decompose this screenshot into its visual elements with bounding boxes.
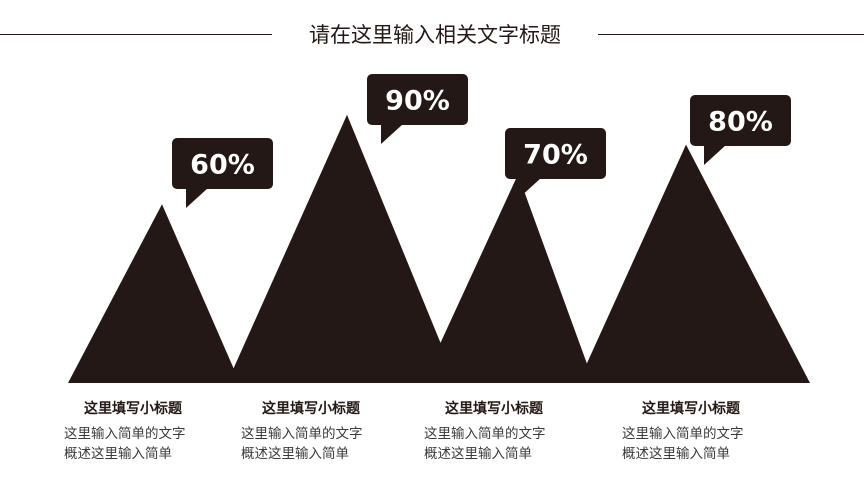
title-rule-right (598, 34, 864, 35)
callout-box-3 (505, 128, 606, 179)
callout-tail-1 (186, 188, 208, 208)
category-desc-4-line-2: 概述这里输入简单 (622, 446, 730, 462)
category-title-3: 这里填写小标题 (445, 401, 543, 417)
category-title-2: 这里填写小标题 (262, 401, 360, 417)
callout-tail-3 (519, 178, 541, 198)
category-block-3: 这里填写小标题 这里输入简单的文字 概述这里输入简单 (424, 400, 614, 464)
category-desc-1-line-1: 这里输入简单的文字 (64, 426, 186, 442)
category-desc-3-line-1: 这里输入简单的文字 (424, 426, 546, 442)
mountain-4 (578, 144, 810, 383)
value-label-4: 80% (708, 107, 773, 138)
title-rule-left (0, 34, 272, 35)
callout-tail-4 (704, 145, 726, 165)
category-desc-1-line-2: 概述这里输入简单 (64, 446, 172, 462)
category-desc-2-line-1: 这里输入简单的文字 (241, 426, 363, 442)
mountain-2 (227, 114, 457, 384)
value-label-1: 60% (190, 150, 255, 181)
callout-box-4 (690, 95, 791, 146)
callout-box-1 (172, 138, 273, 189)
value-callout-2: 90% (367, 74, 468, 144)
callout-tail-2 (381, 124, 403, 144)
value-label-3: 70% (523, 140, 588, 171)
value-label-2: 90% (385, 86, 450, 117)
category-block-4: 这里填写小标题 这里输入简单的文字 概述这里输入简单 (622, 400, 812, 464)
mountain-3 (422, 174, 594, 383)
category-title-4: 这里填写小标题 (642, 401, 740, 417)
category-block-1: 这里填写小标题 这里输入简单的文字 概述这里输入简单 (64, 400, 254, 464)
page-title: 请在这里输入相关文字标题 (309, 23, 561, 47)
callout-box-2 (367, 74, 468, 125)
category-title-1: 这里填写小标题 (84, 401, 182, 417)
category-desc-4-line-1: 这里输入简单的文字 (622, 426, 744, 442)
category-desc-2-line-2: 概述这里输入简单 (241, 446, 349, 462)
value-callout-1: 60% (172, 138, 273, 208)
category-block-2: 这里填写小标题 这里输入简单的文字 概述这里输入简单 (241, 400, 431, 464)
value-callout-3: 70% (505, 128, 606, 198)
category-desc-3-line-2: 概述这里输入简单 (424, 446, 532, 462)
mountain-1 (68, 204, 240, 383)
value-callout-4: 80% (690, 95, 791, 165)
